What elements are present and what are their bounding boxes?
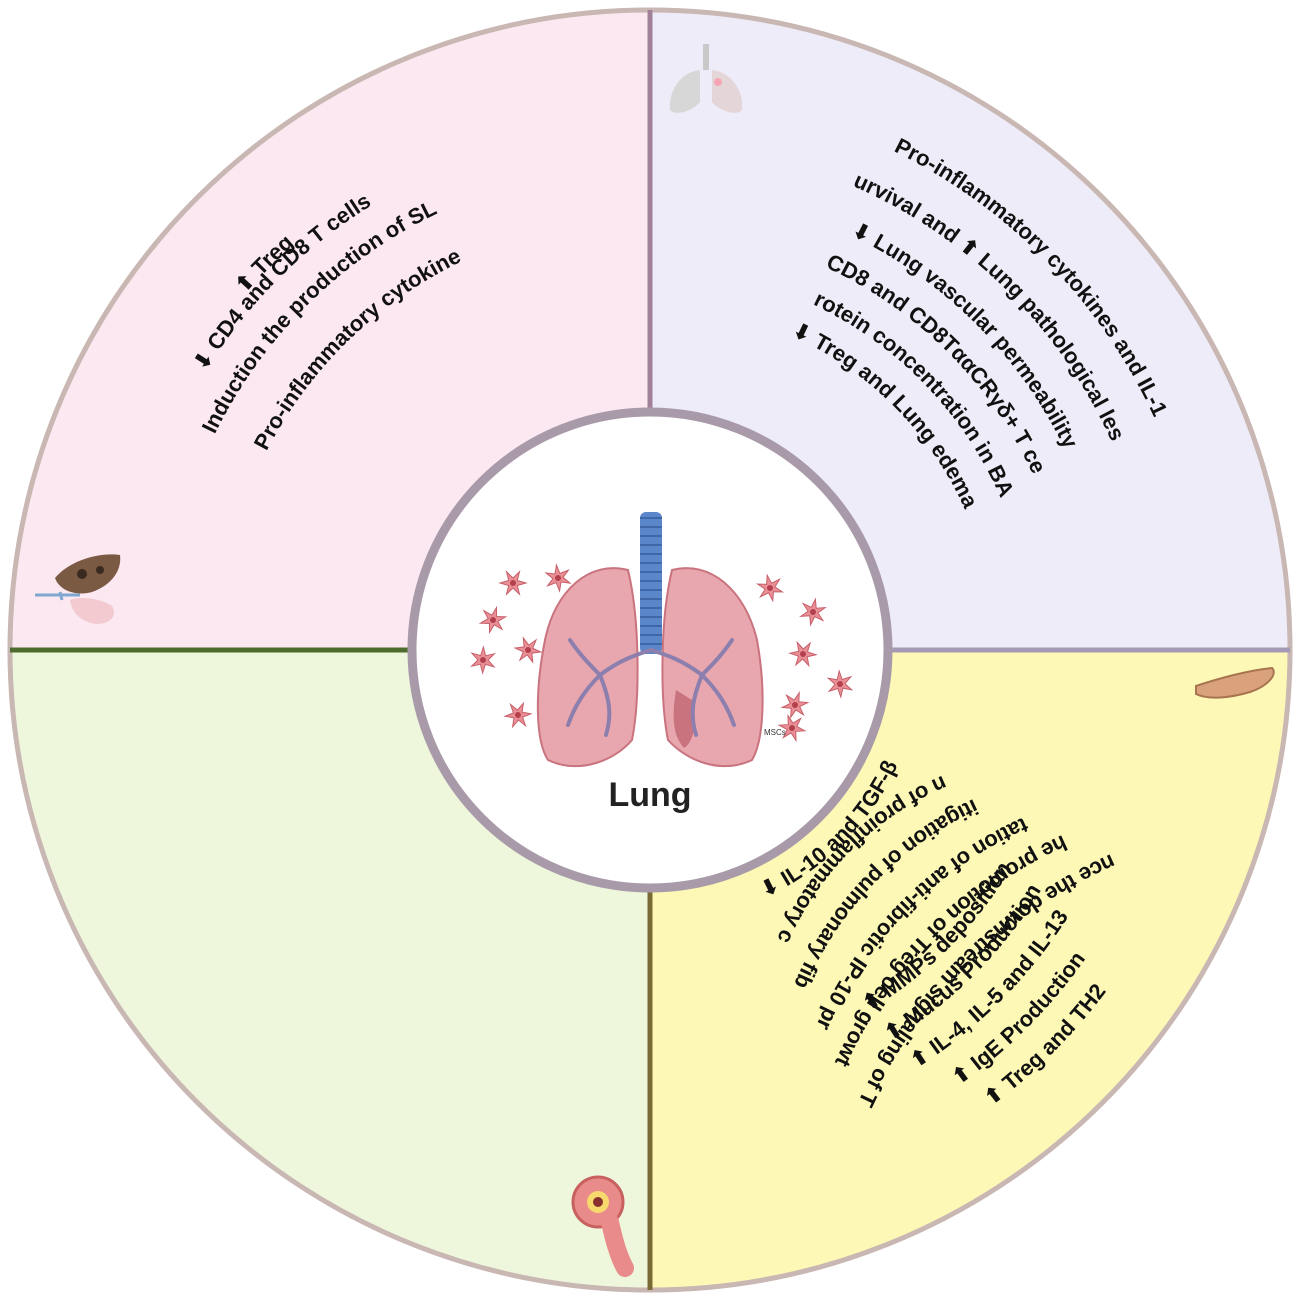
trachea-rings <box>640 517 662 645</box>
lungs-small-icon <box>669 44 743 113</box>
liver-icon <box>35 554 121 624</box>
mscs-label: MSCs <box>764 728 786 737</box>
lungs-icon <box>536 512 764 768</box>
msc-cell-nucleus <box>792 702 798 708</box>
msc-cells <box>470 563 854 743</box>
pancreas-icon <box>1195 666 1275 699</box>
msc-cell-nucleus <box>767 585 773 591</box>
left-lung <box>536 567 639 768</box>
msc-cell-nucleus <box>510 580 516 586</box>
right-lung-lobe <box>673 690 695 748</box>
msc-cell-nucleus <box>800 651 806 657</box>
msc-cell-nucleus <box>490 617 496 623</box>
msc-cell-nucleus <box>555 575 561 581</box>
msc-cell-nucleus <box>789 725 795 731</box>
bronchi <box>566 638 736 737</box>
center-title: Lung <box>608 776 691 814</box>
msc-cell-nucleus <box>810 609 816 615</box>
msc-cell-nucleus <box>837 681 843 687</box>
airway-icon <box>571 1175 634 1277</box>
msc-cell-nucleus <box>515 712 521 718</box>
trachea <box>640 512 662 654</box>
msc-cell-nucleus <box>480 657 486 663</box>
msc-cell-nucleus <box>525 647 531 653</box>
